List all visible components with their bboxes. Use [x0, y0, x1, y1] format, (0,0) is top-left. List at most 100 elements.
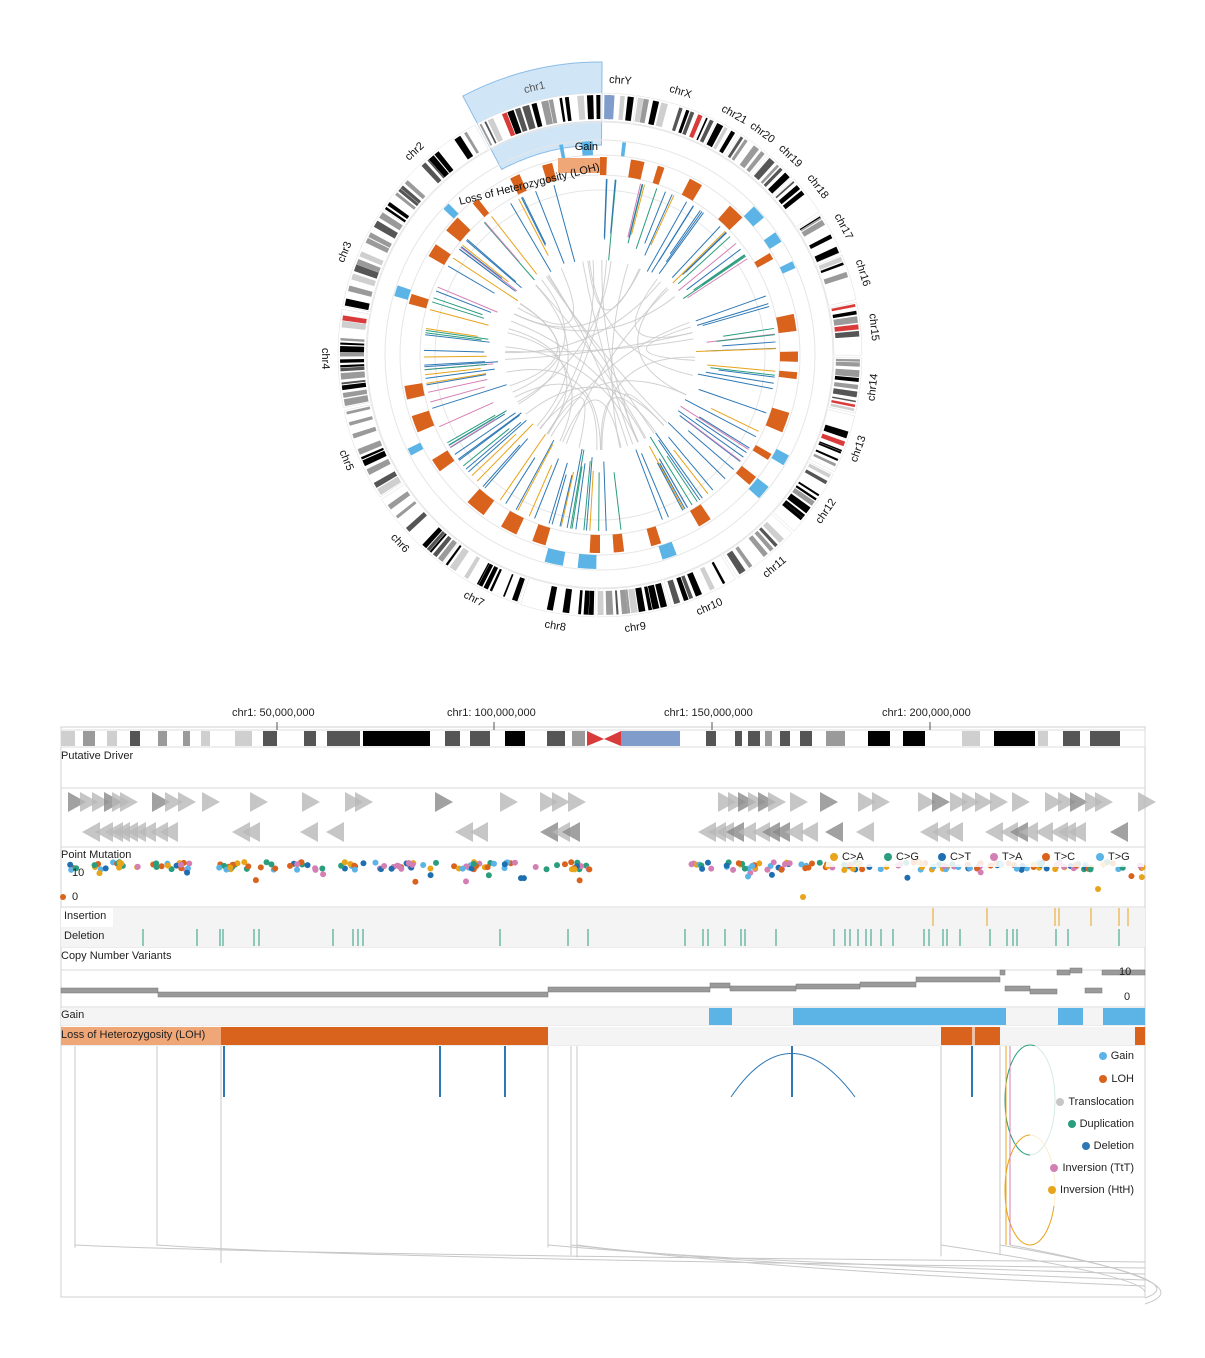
- legend-tg[interactable]: T>G: [1096, 851, 1130, 863]
- ideogram-band: [699, 566, 715, 591]
- ideogram-band: [478, 563, 494, 587]
- ideogram-band: [404, 180, 426, 200]
- legend-deletion[interactable]: Deletion: [1081, 1140, 1134, 1152]
- point-mutation: [459, 865, 466, 872]
- driver-arrow: [985, 822, 1003, 842]
- driver-arrow: [820, 792, 838, 812]
- circos-translocation-chord: [505, 346, 639, 443]
- ideogram-band: [583, 590, 590, 615]
- point-mutation: [381, 862, 388, 869]
- circos-sv-line: [425, 327, 478, 337]
- chromosome-label-chr8[interactable]: chr8: [544, 619, 567, 634]
- ideogram-band: [676, 576, 689, 602]
- chromosome-label-chr4[interactable]: chr4: [319, 348, 331, 370]
- ideogram-band: [426, 530, 446, 552]
- translocation-curve: [999, 1244, 1158, 1299]
- legend-gain[interactable]: Gain: [1098, 1050, 1134, 1062]
- circos-sv-line: [471, 433, 517, 476]
- track-label-insertion: Insertion: [64, 910, 107, 922]
- driver-arrow: [178, 792, 196, 812]
- point-mutation: [360, 860, 367, 867]
- legend-inversion-ttt[interactable]: Inversion (TtT): [1050, 1162, 1134, 1174]
- circos-sv-line: [424, 355, 487, 358]
- point-mutation: [568, 859, 575, 866]
- ideogram-band: [340, 342, 365, 346]
- driver-arrow: [540, 792, 558, 812]
- circos-sv-line: [682, 255, 746, 299]
- circos-sv-line: [644, 191, 666, 244]
- circos-sv-line: [589, 470, 594, 531]
- point-mutation: [319, 865, 326, 872]
- point-mutation: [1087, 866, 1094, 873]
- ideogram-band: [759, 527, 778, 548]
- legend-cg[interactable]: C>G: [884, 851, 919, 863]
- legend-loh[interactable]: LOH: [1099, 1073, 1134, 1085]
- loh-block: [472, 198, 490, 218]
- circos-sv-line: [585, 457, 593, 531]
- point-mutation: [764, 866, 771, 873]
- circos-sv-line: [491, 216, 538, 275]
- legend-translocation[interactable]: Translocation: [1056, 1096, 1134, 1108]
- ideogram-band: [405, 512, 427, 532]
- circos-grid-ring: [399, 154, 801, 556]
- ideogram-band: [339, 352, 365, 357]
- legend-tc[interactable]: T>C: [1042, 851, 1075, 863]
- linear-ideogram-band: [780, 731, 790, 746]
- circos-sv-line: [687, 258, 748, 299]
- ideogram-band: [395, 192, 416, 210]
- legend-duplication[interactable]: Duplication: [1067, 1118, 1134, 1130]
- chromosome-label-chr9[interactable]: chr9: [624, 620, 647, 635]
- ideogram-band: [429, 533, 447, 553]
- legend-ct[interactable]: C>T: [938, 851, 971, 863]
- ideogram-band: [835, 368, 860, 378]
- circos-sv-line: [669, 210, 701, 255]
- point-mutation: [756, 860, 763, 867]
- legend-inversion-hth[interactable]: Inversion (HtH): [1048, 1184, 1134, 1196]
- ideogram-band: [655, 583, 668, 608]
- ideogram-band: [760, 164, 780, 184]
- point-mutation: [816, 859, 823, 866]
- driver-arrow: [345, 792, 363, 812]
- point-mutation: [60, 894, 66, 900]
- ideogram-band: [489, 568, 502, 592]
- point-mutation: [517, 875, 524, 882]
- ideogram-band: [713, 126, 728, 150]
- circos-sv-line: [608, 179, 617, 261]
- ideogram-band: [434, 151, 454, 174]
- cnv-segment: [1029, 988, 1058, 995]
- circos-sv-line: [460, 247, 518, 292]
- circos-sv-line: [448, 410, 506, 446]
- linear-ideogram-band: [748, 731, 760, 746]
- ideogram-band: [682, 111, 695, 136]
- circos-sv-line: [466, 239, 517, 283]
- circos-translocation-chord: [645, 326, 695, 361]
- point-mutation: [263, 859, 270, 866]
- circos-sv-line: [716, 334, 775, 342]
- point-mutation: [67, 861, 74, 868]
- driver-arrow: [1012, 792, 1030, 812]
- chromosome-label-chr15[interactable]: chr15: [866, 313, 881, 342]
- driver-arrow: [150, 822, 168, 842]
- driver-arrow: [552, 822, 570, 842]
- circos-sv-line: [628, 184, 643, 238]
- legend-ca[interactable]: C>A: [830, 851, 864, 863]
- chromosome-label-chr1[interactable]: chr1: [523, 79, 547, 96]
- circos-sv-line: [710, 367, 775, 376]
- circos-sv-line: [433, 297, 483, 316]
- circos-sv-line: [425, 332, 482, 341]
- linear-ideogram-band: [706, 731, 716, 746]
- point-mutation: [741, 865, 748, 872]
- legend-ta[interactable]: T>A: [990, 851, 1022, 863]
- chromosome-label-chrY[interactable]: chrY: [609, 74, 633, 88]
- circos-plot[interactable]: chrYchrXchr21chr20chr19chr18chr17chr16ch…: [0, 0, 1205, 660]
- point-mutation: [501, 861, 508, 868]
- translocation-curve: [1009, 1244, 1162, 1305]
- ideogram-band: [807, 463, 831, 478]
- point-mutation: [252, 877, 259, 884]
- ideogram-band: [775, 181, 795, 199]
- chromosome-label-chr14[interactable]: chr14: [865, 373, 880, 402]
- ideogram-chr8: [520, 577, 596, 618]
- ideogram-band: [835, 358, 860, 362]
- gain-block: [581, 141, 594, 156]
